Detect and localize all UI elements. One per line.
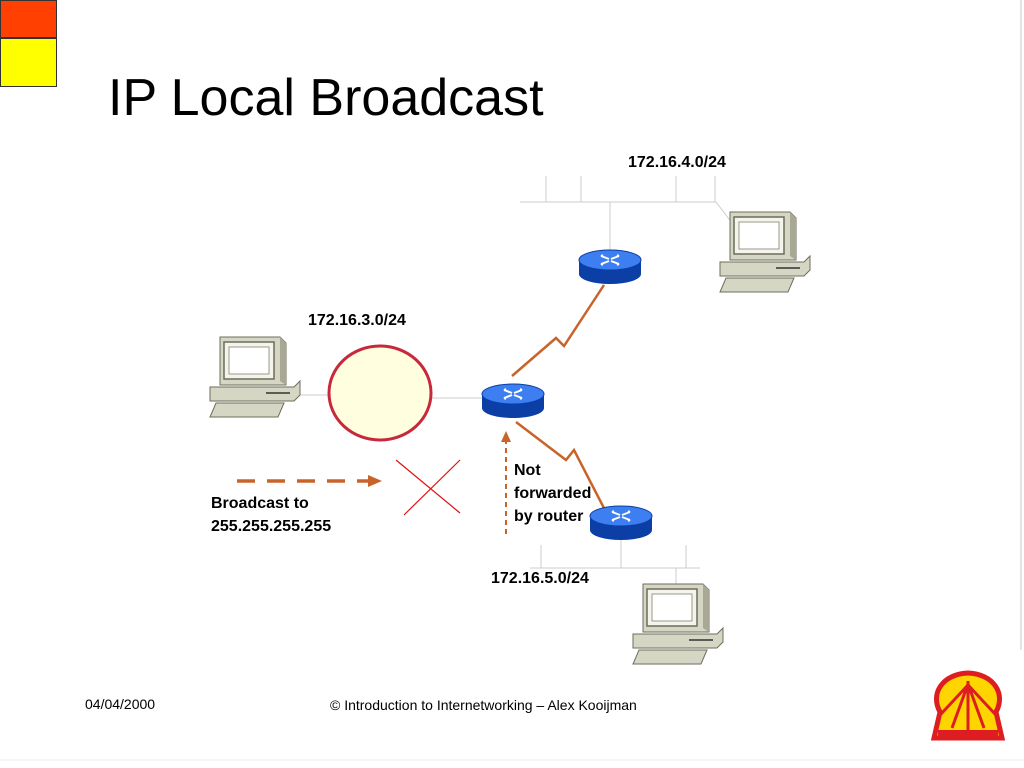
not-forwarded-line1: Not <box>514 462 541 479</box>
workstation-icon <box>209 336 301 418</box>
not-forwarded-line3: by router <box>514 508 584 525</box>
corner-block-red <box>0 0 57 38</box>
workstation-icon <box>719 211 811 293</box>
router-icon <box>589 505 653 541</box>
broadcast-label: Broadcast to 255.255.255.255 <box>211 492 331 538</box>
slide-title: IP Local Broadcast <box>108 69 544 127</box>
corner-block-yellow <box>0 38 57 87</box>
footer-date: 04/04/2000 <box>85 696 156 712</box>
shell-logo <box>930 670 1006 741</box>
network-label-left: 172.16.3.0/24 <box>308 312 406 329</box>
broadcast-label-line2: 255.255.255.255 <box>211 518 332 535</box>
footer-copyright: © Introduction to Internetworking – Alex… <box>330 697 637 713</box>
broadcast-arrow <box>237 475 382 487</box>
top-network-segment <box>520 176 746 250</box>
bottom-network-segment <box>530 535 700 590</box>
network-label-bottom: 172.16.5.0/24 <box>491 570 589 587</box>
router-icon <box>578 249 642 285</box>
broadcast-label-line1: Broadcast to <box>211 495 309 512</box>
workstation-icon <box>632 583 724 665</box>
not-forwarded-arrow <box>501 431 511 534</box>
not-forwarded-line2: forwarded <box>514 485 592 502</box>
serial-link-top <box>511 284 606 377</box>
router-icon <box>481 383 545 419</box>
network-label-top: 172.16.4.0/24 <box>628 154 726 171</box>
lan-segment-circle <box>327 344 433 442</box>
not-forwarded-label: Not forwarded by router <box>514 459 591 528</box>
blocked-cross <box>395 459 461 516</box>
serial-link-bottom <box>515 421 608 513</box>
